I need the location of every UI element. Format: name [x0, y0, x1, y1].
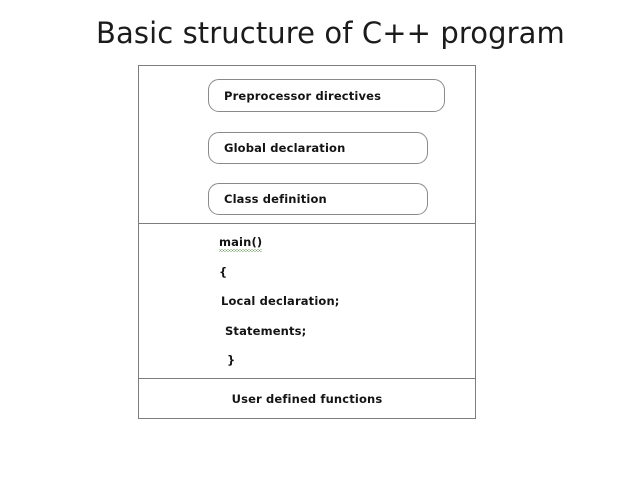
box-class-definition: Class definition [208, 183, 428, 215]
box-label: Class definition [224, 192, 327, 206]
box-global-declaration: Global declaration [208, 132, 428, 164]
box-label: Preprocessor directives [224, 88, 382, 103]
code-line-statements: Statements; [225, 324, 307, 338]
box-label: Global declaration [224, 141, 346, 155]
code-line-main-signature: main() [219, 235, 263, 252]
user-defined-functions-label: User defined functions [231, 392, 383, 406]
declarations-section: Preprocessor directives Global declarati… [139, 66, 475, 224]
box-preprocessor-directives: Preprocessor directives [208, 79, 445, 112]
code-line-close-brace: } [227, 353, 236, 367]
code-line-local-declaration: Local declaration; [221, 294, 340, 308]
main-function-section: main() { Local declaration; Statements; … [139, 224, 475, 379]
page-title: Basic structure of C++ program [96, 16, 565, 50]
code-line-open-brace: { [219, 265, 228, 279]
spellcheck-squiggle-underline: main() [219, 235, 263, 252]
program-structure-diagram: Preprocessor directives Global declarati… [138, 65, 476, 419]
user-defined-functions-section: User defined functions [139, 379, 475, 418]
